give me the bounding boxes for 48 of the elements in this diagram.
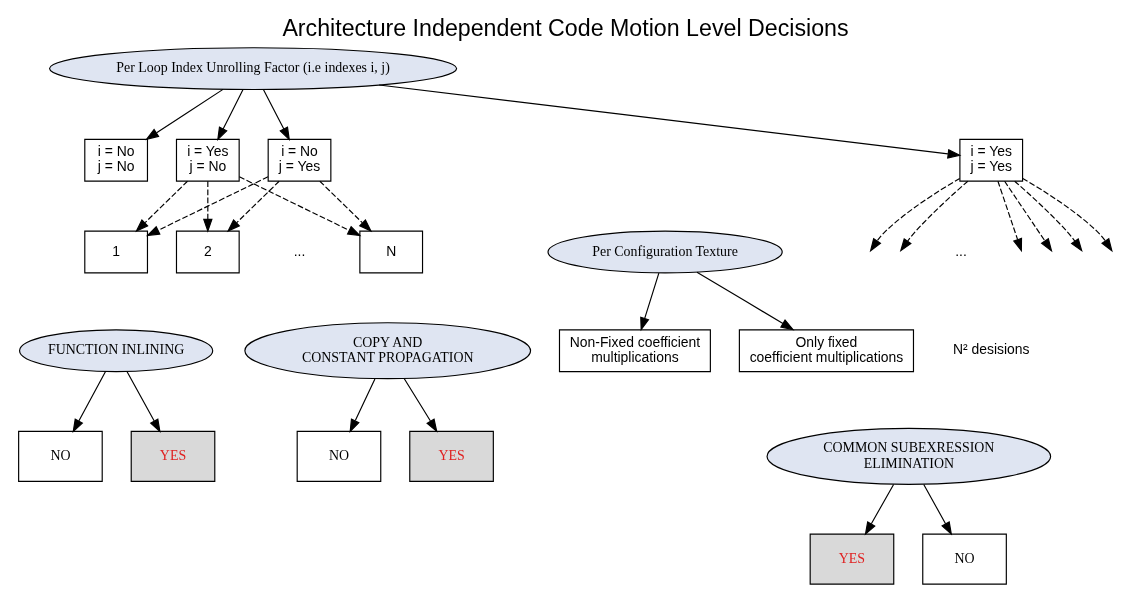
arrow	[349, 378, 376, 433]
node-box: i = No j = Yes	[267, 138, 332, 182]
arrow	[262, 89, 291, 141]
node-box: YES	[809, 533, 895, 585]
arrow	[217, 89, 244, 141]
arrow	[238, 176, 362, 237]
diagram-title: Architecture Independent Code Motion Level Decisions	[282, 15, 849, 42]
node-box: NO	[296, 430, 382, 482]
arrow	[1004, 180, 1053, 253]
node-box: YES	[409, 430, 494, 482]
arrow	[864, 483, 895, 536]
arrow	[696, 271, 795, 331]
node-box: NO	[18, 430, 103, 482]
node-ellipse: COPY AND CONSTANT PROPAGATION	[244, 322, 532, 380]
node-box: N	[359, 230, 424, 274]
arrow	[135, 180, 189, 233]
arrow	[145, 176, 269, 237]
node-ellipse: Per Loop Index Unrolling Factor (i.e indexes i, j)	[48, 47, 458, 91]
node-box: Only fixed coefficient multiplications	[738, 329, 915, 373]
arrow	[226, 180, 280, 233]
arrow	[899, 180, 969, 253]
label: N² desisions	[952, 341, 1030, 358]
arrow	[319, 180, 373, 233]
label: ...	[293, 242, 306, 259]
node-box: NO	[922, 533, 1007, 585]
arrow	[403, 377, 438, 433]
arrow	[126, 371, 161, 433]
node-box: 2	[175, 230, 240, 274]
arrow	[923, 483, 953, 536]
node-ellipse: COMMON SUBEXRESSION ELIMINATION	[766, 427, 1052, 485]
node-box: 1	[84, 230, 149, 274]
arrow	[72, 371, 106, 433]
node-box: i = Yes j = Yes	[959, 138, 1024, 182]
arrow	[1014, 180, 1083, 253]
arrow	[378, 84, 962, 159]
arrow	[145, 88, 224, 141]
label: ...	[955, 242, 967, 259]
node-ellipse: Per Configuration Texture	[547, 230, 783, 274]
arrow	[997, 180, 1023, 253]
arrow	[202, 180, 213, 233]
arrow	[640, 272, 660, 332]
node-box: i = Yes j = No	[175, 138, 240, 182]
arrow	[869, 177, 961, 253]
node-ellipse: FUNCTION INLINING	[19, 329, 214, 373]
arrow	[1022, 177, 1113, 253]
node-box: i = No j = No	[84, 138, 149, 182]
node-box: Non-Fixed coefficient multiplications	[558, 329, 711, 373]
node-box: YES	[130, 430, 216, 482]
